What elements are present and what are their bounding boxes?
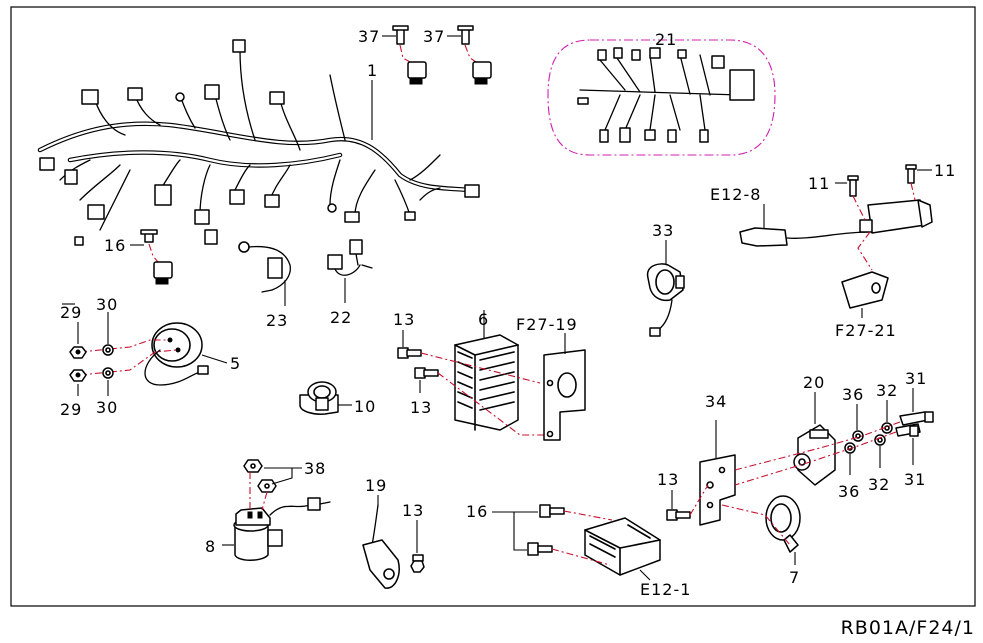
regulator-rectifier-6[interactable] <box>454 334 519 431</box>
callout-31-upper: 31 <box>905 369 927 388</box>
screw-11-left[interactable] <box>847 175 859 197</box>
bracket-f27-19[interactable] <box>543 349 586 441</box>
callout-31-lower: 31 <box>904 470 926 489</box>
nut-38-lower[interactable] <box>257 479 277 493</box>
relay-37-right[interactable] <box>457 25 492 85</box>
bolt-16-ecu-lower[interactable] <box>527 542 553 556</box>
callout-13-reg-lower: 13 <box>410 398 432 417</box>
starter-relay-8[interactable] <box>233 497 331 561</box>
callout-20: 20 <box>803 373 825 392</box>
sender-unit-5[interactable] <box>79 322 209 386</box>
horn-bracket-34[interactable] <box>699 454 736 526</box>
callout-16-ecu: 16 <box>466 502 488 521</box>
cable-22[interactable] <box>327 239 373 276</box>
cable-23[interactable] <box>238 241 291 293</box>
callout-23: 23 <box>266 311 288 330</box>
relay-16[interactable] <box>140 229 173 285</box>
bracket-f27-21[interactable] <box>841 271 889 309</box>
callout-6: 6 <box>478 310 489 329</box>
nut-29-lower[interactable] <box>69 369 87 382</box>
callout-13-sensor: 13 <box>402 501 424 520</box>
horn-7[interactable] <box>765 495 801 553</box>
drawing-code: RB01A/F24/1 <box>840 617 975 639</box>
callout-22: 22 <box>330 308 352 327</box>
washer-30-upper[interactable] <box>102 344 114 356</box>
washer-32-lower[interactable] <box>874 434 886 446</box>
callout-37-right: 37 <box>423 27 445 46</box>
switch-10[interactable] <box>299 381 339 415</box>
callout-34: 34 <box>705 392 727 411</box>
callout-33: 33 <box>652 221 674 240</box>
ecu-e12-1[interactable] <box>584 517 661 576</box>
callout-e12-8: E12-8 <box>710 185 761 204</box>
screw-11-right[interactable] <box>905 164 917 184</box>
washer-30-lower[interactable] <box>102 367 114 379</box>
sensor-33[interactable] <box>646 263 685 337</box>
callout-37-left: 37 <box>358 27 380 46</box>
callout-7: 7 <box>789 568 800 587</box>
nut-38-upper[interactable] <box>243 459 263 473</box>
bolt-31-lower[interactable] <box>895 423 921 437</box>
callout-13-bracket: 13 <box>657 470 679 489</box>
callout-11-left: 11 <box>808 174 830 193</box>
sub-harness-21[interactable] <box>547 39 776 156</box>
callout-36-lower: 36 <box>838 482 860 501</box>
main-wiring-harness[interactable] <box>37 39 480 246</box>
bolt-31-upper[interactable] <box>899 411 934 426</box>
bracket-20[interactable] <box>793 424 836 486</box>
washer-36-lower[interactable] <box>844 442 856 454</box>
callout-36-upper: 36 <box>842 385 864 404</box>
speed-sensor-19[interactable] <box>362 504 400 589</box>
callout-30-upper: 30 <box>96 295 118 314</box>
callout-5: 5 <box>230 354 241 373</box>
callout-11-right: 11 <box>934 161 956 180</box>
callout-21: 21 <box>655 30 677 49</box>
diagram-frame <box>10 6 976 607</box>
relay-37-left[interactable] <box>392 25 427 85</box>
ignition-coil-e12-8[interactable] <box>739 199 933 247</box>
callout-30-lower: 30 <box>96 398 118 417</box>
bolt-13-upper[interactable] <box>397 347 422 359</box>
callout-19: 19 <box>365 476 387 495</box>
callout-13-reg-upper: 13 <box>393 310 415 329</box>
callout-1: 1 <box>367 61 378 80</box>
callout-29-upper: 29 <box>60 303 82 322</box>
bolt-13-bracket[interactable] <box>666 509 691 521</box>
callout-10: 10 <box>354 397 376 416</box>
callout-32-upper: 32 <box>876 381 898 400</box>
callout-e12-1: E12-1 <box>640 580 691 599</box>
callout-38: 38 <box>304 459 326 478</box>
bolt-16-ecu-upper[interactable] <box>539 504 565 518</box>
washer-36-upper[interactable] <box>852 430 864 442</box>
callout-16-upper: 16 <box>104 236 126 255</box>
callout-8: 8 <box>205 537 216 556</box>
callout-f27-19: F27-19 <box>516 315 578 334</box>
nut-29-upper[interactable] <box>69 346 87 359</box>
callout-f27-21: F27-21 <box>835 321 897 340</box>
bolt-13-lower[interactable] <box>414 367 439 379</box>
callout-29-lower: 29 <box>60 400 82 419</box>
bolt-13-sensor[interactable] <box>410 554 425 573</box>
callout-32-lower: 32 <box>868 475 890 494</box>
